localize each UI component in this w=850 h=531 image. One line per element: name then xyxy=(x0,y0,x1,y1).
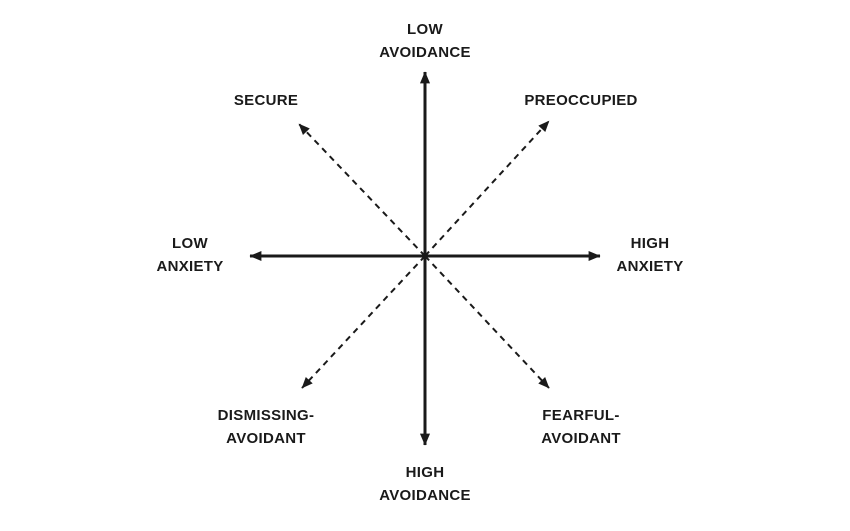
quadrant-label-preoccupied: PREOCCUPIED xyxy=(524,92,638,109)
secure-diagonal-arrow xyxy=(298,123,426,257)
quadrant-label-secure: SECURE xyxy=(233,92,299,109)
dismissing-avoidant-diagonal-arrow xyxy=(301,255,426,389)
quadrant-label-dismissing-avoidant: DISMISSING- AVOIDANT xyxy=(217,407,315,447)
axis-label-low-anxiety: LOW ANXIETY xyxy=(156,235,224,275)
axis-label-high-anxiety: HIGH ANXIETY xyxy=(616,235,684,275)
fearful-avoidant-diagonal-arrow xyxy=(424,255,550,389)
quadrant-label-fearful-avoidant: FEARFUL- AVOIDANT xyxy=(541,407,621,447)
axis-label-low-avoidance: LOW AVOIDANCE xyxy=(379,21,471,61)
axis-label-high-avoidance: HIGH AVOIDANCE xyxy=(379,464,471,504)
preoccupied-diagonal-arrow xyxy=(424,120,550,257)
